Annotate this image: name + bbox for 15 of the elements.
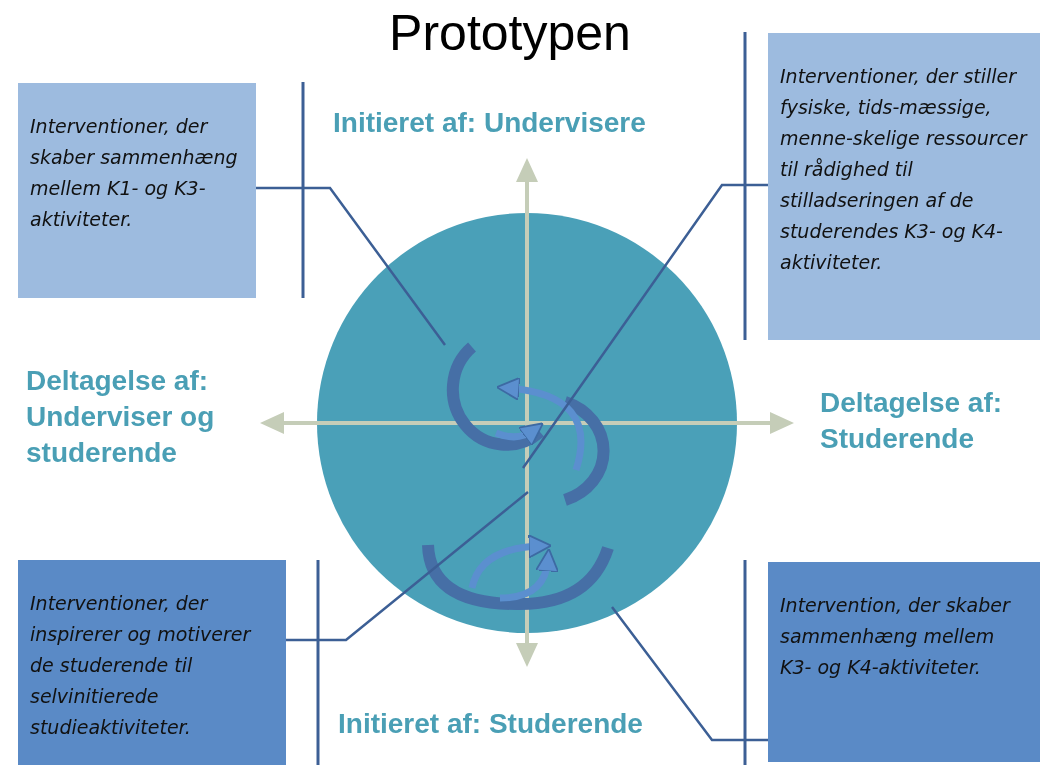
title: Prototypen	[388, 4, 632, 62]
axis-label: Initieret af: Undervisere	[333, 106, 646, 140]
text-box: Intervention, der skaber sammenhæng mellem K3- og K4-aktiviteter.	[768, 562, 1040, 762]
text-box: Interventioner, der inspirerer og motiverer de studerende til selvinitierede studieaktiviteter.	[18, 560, 286, 765]
text-box: Interventioner, der stiller fysiske, tids-mæssige, menne-skelige ressourcer til rådighed til stilladseringen af de studerendes K3- og K4-aktiviteter.	[768, 33, 1040, 340]
leader-line	[286, 491, 529, 642]
leader-line	[521, 183, 768, 469]
text-box: Interventioner, der skaber sammenhæng mellem K1- og K3-aktiviteter.	[18, 83, 256, 298]
leader-line	[256, 186, 446, 346]
picture	[422, 534, 614, 610]
leader-line	[611, 606, 768, 742]
axis-label: Deltagelse af: Underviser og studerende	[26, 364, 216, 470]
picture	[446, 342, 610, 506]
axis-label: Deltagelse af: Studerende	[820, 386, 1004, 456]
axis-label: Initieret af: Studerende	[338, 707, 643, 741]
